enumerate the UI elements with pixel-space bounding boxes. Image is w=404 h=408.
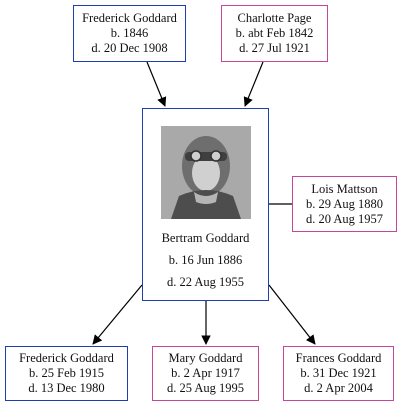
mother-node[interactable]: Charlotte Page b. abt Feb 1842 d. 27 Jul… [221, 5, 328, 62]
child-node-mary[interactable]: Mary Goddard b. 2 Apr 1917 d. 25 Aug 199… [152, 346, 259, 401]
mother-died: d. 27 Jul 1921 [239, 41, 310, 55]
spouse-node[interactable]: Lois Mattson b. 29 Aug 1880 d. 20 Aug 19… [292, 176, 397, 232]
subject-name: Bertram Goddard [161, 231, 250, 245]
child-name: Mary Goddard [168, 351, 243, 365]
child-node-frances[interactable]: Frances Goddard b. 31 Dec 1921 d. 2 Apr … [283, 346, 394, 401]
edge-mother-to-subject [243, 61, 264, 107]
father-name: Frederick Goddard [82, 11, 177, 25]
spouse-born: b. 29 Aug 1880 [305, 196, 384, 211]
father-born: b. 1846 [110, 26, 149, 40]
father-died: d. 20 Dec 1908 [91, 41, 168, 55]
subject-node[interactable]: Bertram Goddard b. 16 Jun 1886 d. 22 Aug… [142, 108, 269, 301]
child-name: Frederick Goddard [19, 351, 114, 365]
spouse-name: Lois Mattson [311, 181, 378, 196]
child-died: d. 13 Dec 1980 [28, 381, 105, 395]
edge-subject-to-child1 [92, 284, 143, 345]
subject-died: d. 22 Aug 1955 [166, 275, 245, 289]
child-name: Frances Goddard [295, 351, 382, 365]
edge-father-to-subject [146, 61, 167, 107]
child-born: b. 2 Apr 1917 [171, 366, 240, 380]
child-died: d. 2 Apr 2004 [304, 381, 373, 395]
child-born: b. 25 Feb 1915 [29, 366, 104, 380]
portrait-photo [160, 126, 251, 219]
aviator-portrait-image [160, 126, 251, 219]
edge-subject-to-child3 [268, 284, 316, 345]
child-node-frederick[interactable]: Frederick Goddard b. 25 Feb 1915 d. 13 D… [5, 346, 128, 401]
mother-name: Charlotte Page [237, 11, 312, 25]
subject-born: b. 16 Jun 1886 [168, 253, 243, 267]
mother-born: b. abt Feb 1842 [235, 26, 314, 40]
child-born: b. 31 Dec 1921 [300, 366, 377, 380]
father-node[interactable]: Frederick Goddard b. 1846 d. 20 Dec 1908 [73, 5, 186, 62]
spouse-died: d. 20 Aug 1957 [305, 211, 384, 226]
child-died: d. 25 Aug 1995 [166, 381, 245, 395]
